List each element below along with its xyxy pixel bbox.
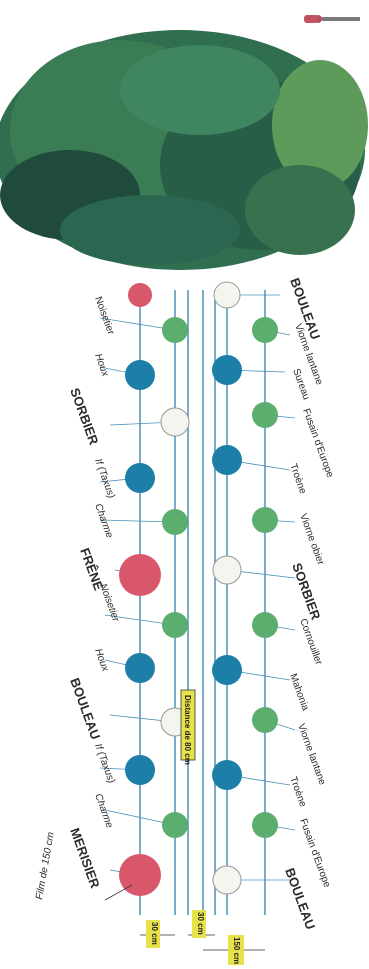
shrub-icon: [252, 402, 278, 428]
label-right-5: Viorne obier: [297, 512, 326, 567]
label-right-3: Fusain d'Europe: [300, 407, 335, 479]
label-right-2: Sureau: [290, 367, 311, 401]
tree-hedge-icon: [0, 30, 368, 270]
shrub-icon: [214, 282, 240, 308]
label-left-8: BOULEAU: [67, 676, 103, 742]
label-right-4: Troène: [287, 462, 308, 496]
shrub-icon: [252, 707, 278, 733]
shrub-icon: [125, 463, 155, 493]
shrub-icon: [252, 812, 278, 838]
shrub-icon: [212, 355, 242, 385]
shrub-icon: [212, 445, 242, 475]
shrub-icon: [252, 612, 278, 638]
shrub-icon: [162, 317, 188, 343]
svg-text:Distance de 80 cm: Distance de 80 cm: [183, 695, 192, 765]
shrub-icon: [119, 554, 161, 596]
shrub-icon: [162, 812, 188, 838]
label-right-10: Troène: [287, 775, 308, 809]
label-left-9: If (Taxus): [92, 742, 116, 785]
shrub-icon: [213, 556, 241, 584]
right-plants: [212, 282, 278, 894]
dim-tag-left: 30 cm: [146, 920, 160, 948]
label-left-4: Charme: [92, 502, 115, 540]
right-leaders: [225, 295, 295, 880]
shrub-icon: [125, 653, 155, 683]
label-left-2: SORBIER: [67, 386, 102, 447]
left-labels: Noisetier Houx SORBIER If (Taxus) Charme…: [67, 295, 121, 890]
svg-text:30 cm: 30 cm: [196, 912, 205, 935]
shrub-icon: [128, 283, 152, 307]
label-left-3: If (Taxus): [92, 457, 116, 500]
shrub-icon: [252, 317, 278, 343]
label-right-6: SORBIER: [289, 561, 324, 622]
shrub-icon: [213, 866, 241, 894]
dim-tag-mid: 30 cm: [192, 910, 206, 938]
shrub-icon: [252, 507, 278, 533]
person-icon: [304, 15, 360, 23]
label-right-12: BOULEAU: [282, 866, 318, 932]
shrub-icon: [212, 760, 242, 790]
label-left-11: MERISIER: [67, 826, 103, 891]
shrub-icon: [125, 360, 155, 390]
spacing-tag: Distance de 80 cm: [181, 690, 195, 765]
label-right-7: Cornouiller: [297, 617, 324, 667]
shrub-icon: [162, 509, 188, 535]
label-left-1: Houx: [92, 352, 111, 379]
shrub-icon: [161, 408, 189, 436]
left-plants: [119, 283, 189, 896]
shrub-icon: [119, 854, 161, 896]
svg-text:30 cm: 30 cm: [150, 922, 159, 945]
shrub-icon: [162, 612, 188, 638]
label-right-11: Fusain d'Europe: [297, 817, 332, 889]
shrub-icon: [212, 655, 242, 685]
label-right-9: Viorne lantane: [295, 722, 327, 787]
label-left-7: Houx: [92, 647, 111, 674]
label-left-6: Noisetier: [97, 582, 121, 623]
svg-text:150 cm: 150 cm: [232, 937, 241, 964]
label-left-0: Noisetier: [92, 295, 116, 336]
label-right-8: Mahonia: [287, 672, 311, 712]
film-label: Film de 150 cm: [34, 831, 57, 900]
right-labels: BOULEAU Viorne lantane Sureau Fusain d'E…: [282, 276, 335, 932]
shrub-icon: [125, 755, 155, 785]
dim-tag-right: 150 cm: [228, 935, 244, 965]
